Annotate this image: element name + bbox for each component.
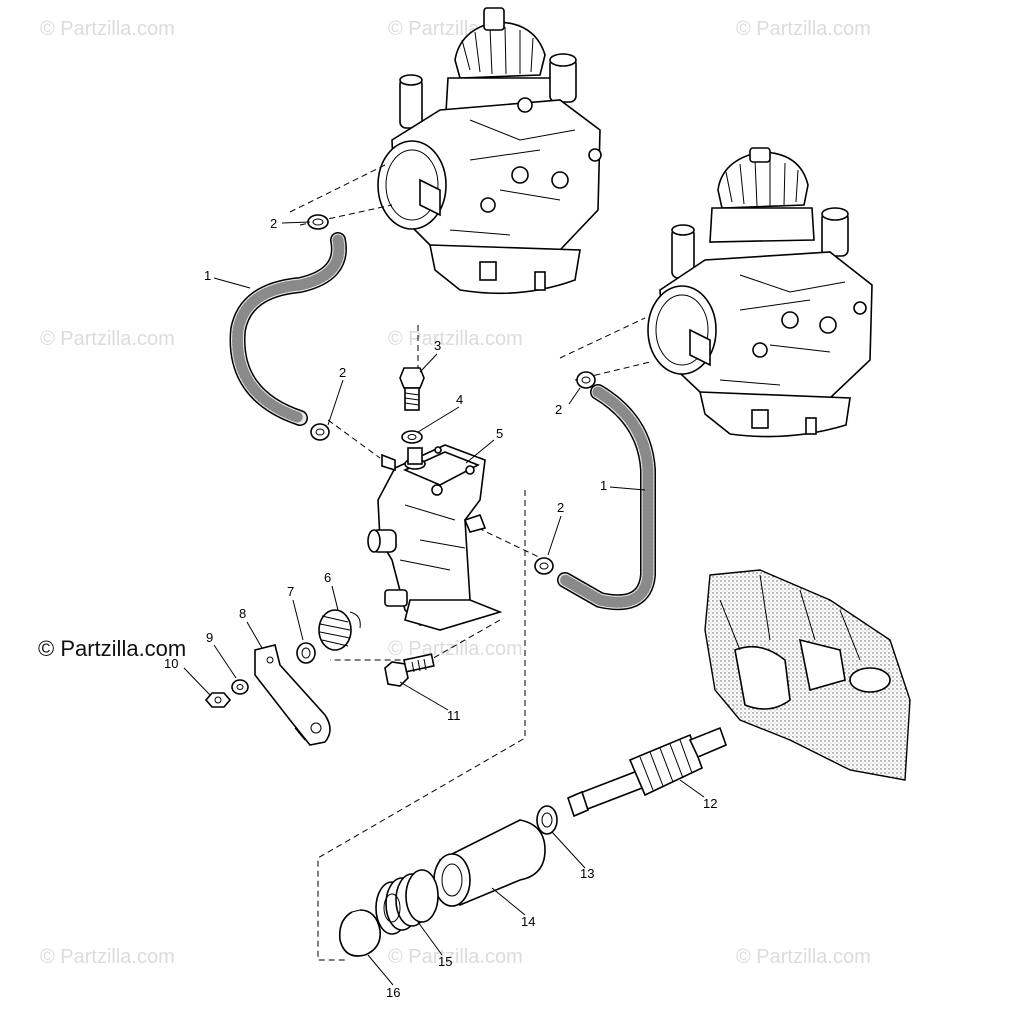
watermark-top-left: © Partzilla.com xyxy=(40,18,175,40)
watermark-mid-left: © Partzilla.com xyxy=(40,328,175,350)
nut-10 xyxy=(204,692,232,708)
callout-2-right-upper: 2 xyxy=(555,402,562,417)
watermark-top-right: © Partzilla.com xyxy=(736,18,871,40)
sleeve-14 xyxy=(433,819,546,907)
callout-16: 16 xyxy=(386,985,400,1000)
hose-right xyxy=(557,384,656,611)
bolt-3 xyxy=(399,367,425,411)
callout-8: 8 xyxy=(239,606,246,621)
leader-hose-left xyxy=(327,419,381,459)
callout-13: 13 xyxy=(580,866,594,881)
circlip-16 xyxy=(338,909,382,957)
clamp-left-mid xyxy=(310,423,330,441)
watermark-bottom-center: © Partzilla.com xyxy=(388,946,523,968)
leader-pump-box xyxy=(317,490,526,961)
clamp-right-upper xyxy=(576,371,596,389)
callout-1-left: 1 xyxy=(204,268,211,283)
carburetor-lower-right xyxy=(647,147,873,438)
callout-3: 3 xyxy=(434,338,441,353)
spring-6 xyxy=(318,609,361,651)
leader-carb-upper xyxy=(289,164,386,213)
callout-12: 12 xyxy=(703,796,717,811)
leader-carb-lower xyxy=(559,317,646,359)
washer-7 xyxy=(296,642,316,664)
callout-2-right-lower: 2 xyxy=(557,500,564,515)
callout-15: 15 xyxy=(438,954,452,969)
callout-2-left-mid: 2 xyxy=(339,365,346,380)
bolt-11 xyxy=(384,653,435,687)
callout-9: 9 xyxy=(206,630,213,645)
lever-8 xyxy=(254,644,331,746)
watermark-bottom-right: © Partzilla.com xyxy=(736,946,871,968)
callout-4: 4 xyxy=(456,392,463,407)
crankcase-housing xyxy=(704,569,911,781)
oil-pump-5 xyxy=(367,444,503,631)
clamp-upper xyxy=(307,214,329,230)
callout-14: 14 xyxy=(521,914,535,929)
watermark-low-center: © Partzilla.com xyxy=(388,638,523,660)
watermark-bottom-left: © Partzilla.com xyxy=(40,946,175,968)
callout-10: 10 xyxy=(164,656,178,671)
drive-shaft-12 xyxy=(567,726,728,818)
carburetor-upper xyxy=(377,7,602,295)
callout-6: 6 xyxy=(324,570,331,585)
callout-1-right: 1 xyxy=(600,478,607,493)
callout-5: 5 xyxy=(496,426,503,441)
spring-15 xyxy=(375,869,439,935)
leader-hose-right xyxy=(477,527,546,561)
washer-13 xyxy=(536,805,558,835)
watermark-mid-center: © Partzilla.com xyxy=(388,328,523,350)
callout-11: 11 xyxy=(447,708,461,723)
watermark-main: © Partzilla.com xyxy=(38,636,187,661)
callout-7: 7 xyxy=(287,584,294,599)
callout-2-upper: 2 xyxy=(270,216,277,231)
callout-leaders xyxy=(183,221,705,986)
clamp-right-lower xyxy=(534,557,554,575)
washer-9 xyxy=(231,679,249,695)
washer-4 xyxy=(401,430,423,444)
hose-left xyxy=(229,232,347,426)
